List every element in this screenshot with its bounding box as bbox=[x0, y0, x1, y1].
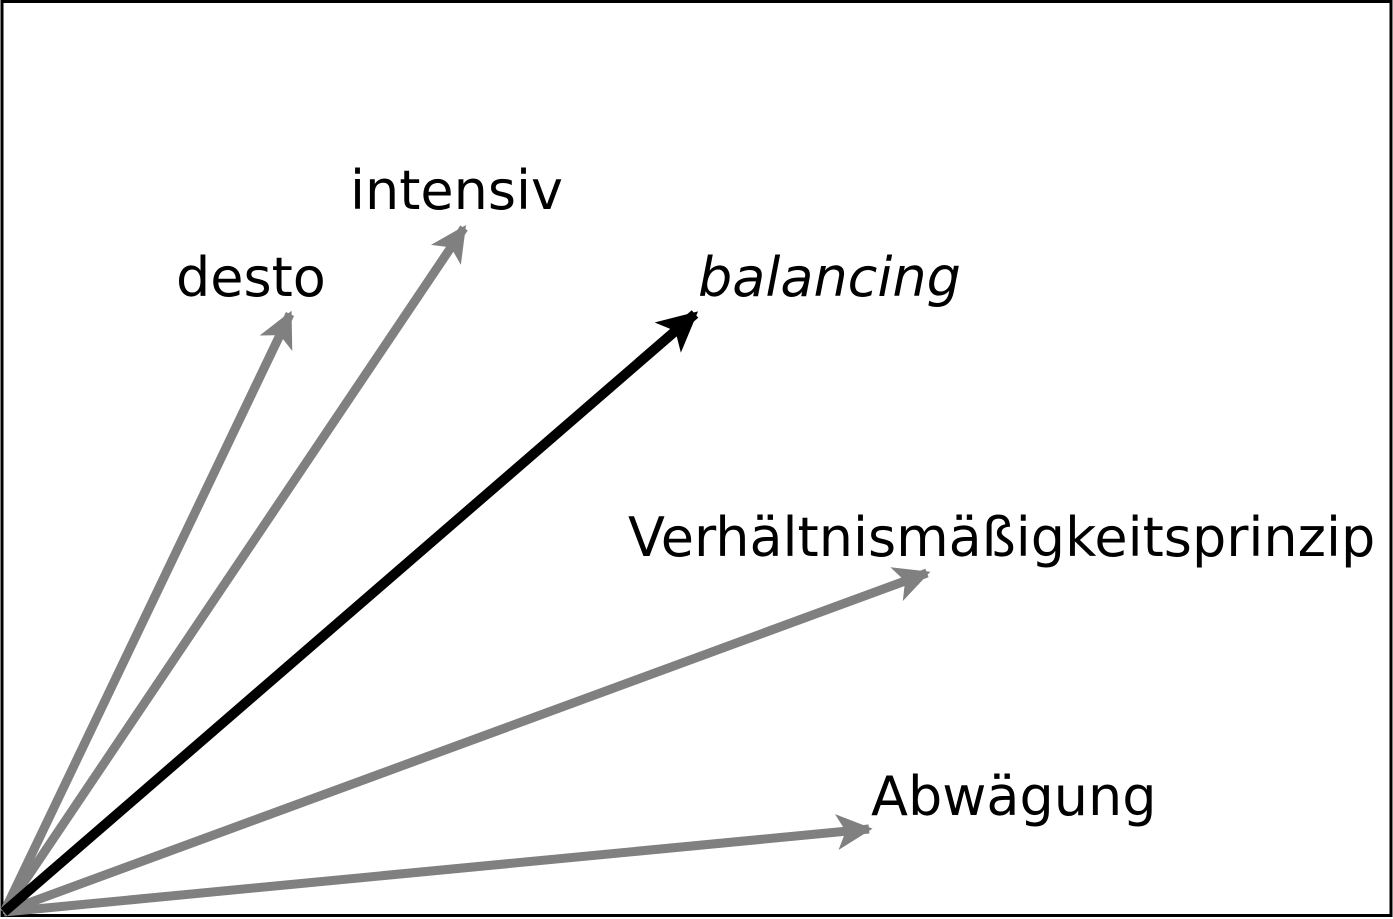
vector-arrow-balancing bbox=[0, 310, 699, 916]
label-verhaeltnismaessigkeitsprinzip: Verhältnismäßigkeitsprinzip bbox=[628, 506, 1375, 569]
vector-arrow-intensiv bbox=[0, 225, 468, 915]
label-balancing: balancing bbox=[698, 246, 961, 309]
vector-arrow-verhaeltnismaessigkeitsprinzip bbox=[2, 567, 931, 917]
label-desto: desto bbox=[176, 246, 326, 309]
label-abwaegung: Abwägung bbox=[871, 765, 1156, 828]
label-intensiv: intensiv bbox=[350, 159, 563, 222]
vector-arrow-abwaegung bbox=[3, 814, 873, 917]
vector-arrow-desto bbox=[0, 310, 295, 914]
